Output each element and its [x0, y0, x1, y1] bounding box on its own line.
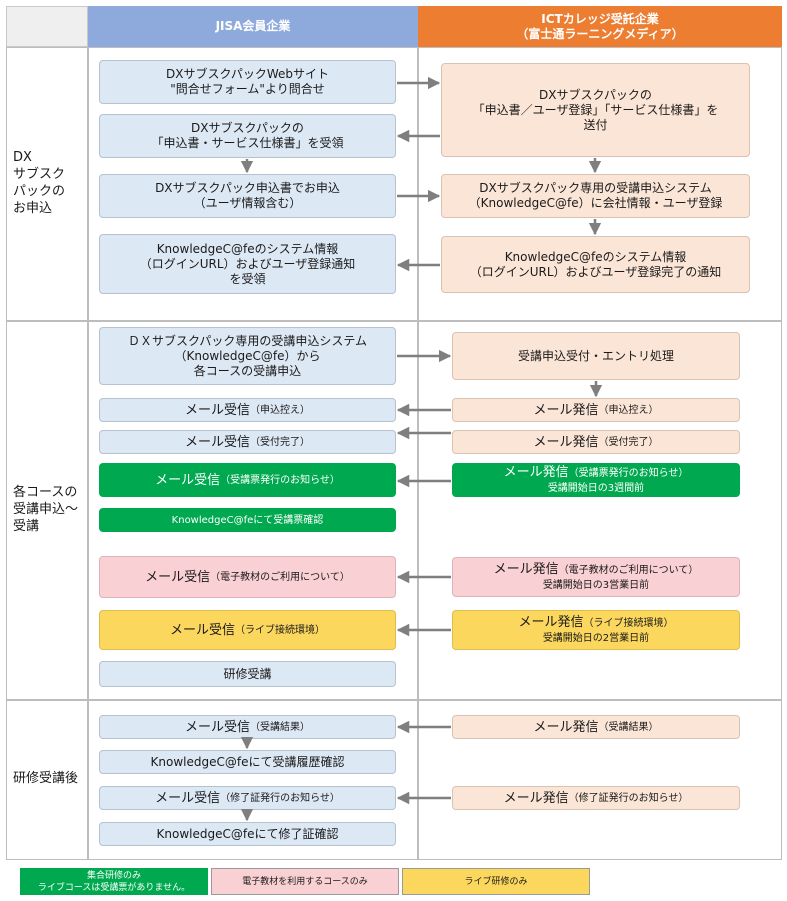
- legend-yellow: ライブ研修のみ: [402, 868, 590, 895]
- section-3-label-cell: [6, 700, 88, 860]
- mail-label: メール発信: [503, 790, 569, 806]
- mail-label: メール発信: [503, 464, 569, 480]
- mail-label: メール発信: [518, 614, 584, 630]
- section-label-application: DX サブスク パックの お申込: [13, 150, 66, 216]
- section-label-after-training: 研修受講後: [13, 771, 79, 786]
- mail-receive-acceptance: メール受信（受付完了）: [99, 430, 396, 454]
- header-blank-cell: [6, 6, 88, 47]
- mail-topic: （受講結果）: [250, 721, 310, 733]
- step-entry-processing: 受講申込受付・エントリ処理: [452, 332, 740, 380]
- step-receive-application-docs: DXサブスクパックの 「申込書・サービス仕様書」を受領: [99, 114, 396, 158]
- mail-label: メール受信: [145, 569, 211, 585]
- mail-send-ebook-info: メール発信（電子教材のご利用について） 受講開始日の3営業日前: [452, 557, 740, 597]
- mail-send-certificate: メール発信（修了証発行のお知らせ）: [452, 786, 740, 810]
- mail-timing: 受講開始日の2営業日前: [542, 632, 650, 644]
- step-attend-training: 研修受講: [99, 661, 396, 687]
- mail-receive-training-result: メール受信（受講結果）: [99, 715, 396, 739]
- legend-green: 集合研修のみ ライブコースは受講票がありません。: [20, 868, 208, 895]
- mail-label: メール発信: [533, 434, 599, 450]
- mail-label: メール受信: [169, 622, 235, 638]
- step-notify-registration-complete: KnowledgeC@feのシステム情報 （ログインURL）およびユーザ登録完了…: [441, 236, 750, 293]
- mail-send-training-result: メール発信（受講結果）: [452, 715, 740, 739]
- section-2-ict-cell: [418, 321, 782, 700]
- section-3-jisa-cell: [88, 700, 418, 860]
- mail-topic: （修了証発行のお知らせ）: [220, 792, 340, 804]
- header-jisa-label: JISA会員企業: [215, 19, 291, 33]
- section-1-ict-cell: [418, 47, 782, 321]
- mail-topic: （受講票発行のお知らせ）: [568, 467, 689, 479]
- section-label-enrollment: 各コースの 受講申込～ 受講: [13, 485, 79, 534]
- header-ict: ICTカレッジ受託企業 （富士通ラーニングメディア）: [418, 6, 782, 47]
- mail-label: メール受信: [155, 472, 221, 488]
- mail-topic: （申込控え）: [598, 404, 659, 416]
- mail-timing: 受講開始日の3週間前: [547, 482, 645, 494]
- mail-topic: （申込控え）: [250, 404, 310, 416]
- mail-timing: 受講開始日の3営業日前: [542, 579, 650, 591]
- mail-label: メール発信: [533, 719, 599, 735]
- step-course-application: ＤＸサブスクパック専用の受講申込システム （KnowledgeC@fe）から 各…: [99, 327, 396, 385]
- section-2-jisa-cell: [88, 321, 418, 700]
- step-submit-application: DXサブスクパック申込書でお申込 （ユーザ情報含む）: [99, 174, 396, 218]
- mail-label: メール受信: [155, 790, 221, 806]
- legend-green-line2: ライブコースは受講票がありません。: [37, 882, 191, 893]
- legend-green-line1: 集合研修のみ: [86, 870, 141, 881]
- mail-label: メール発信: [493, 561, 559, 577]
- legend-pink: 電子教材を利用するコースのみ: [211, 868, 399, 895]
- mail-topic: （受講結果）: [598, 721, 659, 733]
- mail-receive-ebook-info: メール受信（電子教材のご利用について）: [99, 556, 396, 598]
- mail-label: メール受信: [184, 719, 250, 735]
- mail-topic: （受付完了）: [250, 436, 310, 448]
- mail-label: メール発信: [533, 402, 599, 418]
- step-check-admission-ticket: KnowledgeC@feにて受講票確認: [99, 508, 396, 532]
- header-jisa: JISA会員企業: [88, 6, 418, 47]
- mail-receive-admission-ticket: メール受信（受講票発行のお知らせ）: [99, 463, 396, 497]
- mail-topic: （ライブ接続環境）: [583, 617, 674, 629]
- mail-send-live-connection: メール発信（ライブ接続環境） 受講開始日の2営業日前: [452, 610, 740, 650]
- mail-topic: （受付完了）: [598, 436, 659, 448]
- mail-label: メール受信: [184, 402, 250, 418]
- mail-send-application-copy: メール発信（申込控え）: [452, 398, 740, 422]
- step-receive-system-info: KnowledgeC@feのシステム情報 （ログインURL）およびユーザ登録通知…: [99, 234, 396, 294]
- step-check-training-history: KnowledgeC@feにて受講履歴確認: [99, 750, 396, 774]
- step-check-certificate: KnowledgeC@feにて修了証確認: [99, 822, 396, 846]
- section-3-ict-cell: [418, 700, 782, 860]
- header-ict-line2: （富士通ラーニングメディア）: [516, 26, 684, 41]
- mail-topic: （電子教材のご利用について）: [558, 564, 699, 576]
- mail-receive-live-connection: メール受信（ライブ接続環境）: [99, 610, 396, 650]
- section-2-label-cell: [6, 321, 88, 700]
- mail-topic: （ライブ接続環境）: [235, 624, 325, 636]
- mail-topic: （修了証発行のお知らせ）: [568, 792, 689, 804]
- step-inquiry-form: DXサブスクパックWebサイト "問合せフォーム"より問合せ: [99, 60, 396, 104]
- section-1-label-cell: [6, 47, 88, 321]
- header-ict-line1: ICTカレッジ受託企業: [541, 11, 659, 26]
- step-send-application-docs: DXサブスクパックの 「申込書／ユーザ登録」「サービス仕様書」を 送付: [441, 63, 750, 157]
- mail-topic: （受講票発行のお知らせ）: [220, 474, 340, 486]
- mail-label: メール受信: [184, 434, 250, 450]
- mail-receive-application-copy: メール受信（申込控え）: [99, 398, 396, 422]
- mail-send-acceptance: メール発信（受付完了）: [452, 430, 740, 454]
- section-1-jisa-cell: [88, 47, 418, 321]
- mail-topic: （電子教材のご利用について）: [210, 571, 350, 583]
- mail-receive-certificate: メール受信（修了証発行のお知らせ）: [99, 786, 396, 810]
- step-register-company-users: DXサブスクパック専用の受講申込システム （KnowledgeC@fe）に会社情…: [441, 174, 750, 218]
- mail-send-admission-ticket: メール発信（受講票発行のお知らせ） 受講開始日の3週間前: [452, 463, 740, 497]
